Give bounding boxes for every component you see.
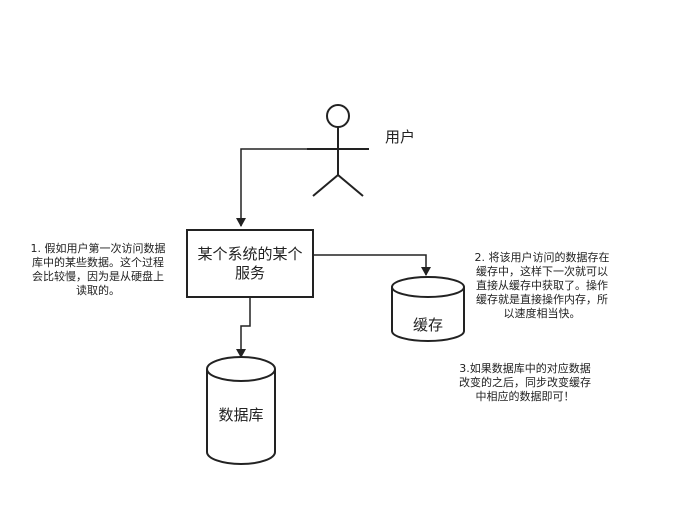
cache-label: 缓存	[412, 316, 443, 334]
service-to-cache-arrow	[313, 254, 431, 276]
service-box-label: 某个系统的某个 服务	[187, 245, 313, 283]
note-2-line: 2. 将该用户访问的数据存在	[474, 251, 610, 264]
service-to-database-arrow	[236, 297, 251, 358]
note-1-line: 会比较慢，因为是从硬盘上	[32, 270, 164, 283]
note-3-line: 3.如果数据库中的对应数据	[459, 362, 591, 375]
note-1-line: 1. 假如用户第一次访问数据	[30, 242, 166, 255]
note-1-line: 库中的某些数据。这个过程	[32, 256, 164, 269]
database-cylinder-icon	[206, 356, 276, 465]
database-label: 数据库	[218, 406, 264, 424]
user-actor-icon	[307, 104, 369, 197]
note-1: 1. 假如用户第一次访问数据 库中的某些数据。这个过程 会比较慢，因为是从硬盘上…	[18, 242, 178, 298]
note-2-line: 直接从缓存中获取了。操作	[476, 279, 608, 292]
cache-cylinder-icon	[391, 276, 465, 342]
service-box	[186, 229, 314, 298]
note-2: 2. 将该用户访问的数据存在 缓存中，这样下一次就可以 直接从缓存中获取了。操作…	[462, 251, 622, 321]
service-box-line-2: 服务	[234, 264, 265, 282]
note-1-line: 读取的。	[76, 284, 120, 297]
service-box-line-1: 某个系统的某个	[197, 245, 303, 263]
note-3: 3.如果数据库中的对应数据 改变的之后，同步改变缓存 中相应的数据即可！	[445, 362, 605, 404]
user-to-service-arrow	[236, 148, 307, 227]
note-2-line: 缓存就是直接操作内存，所	[476, 293, 608, 306]
note-3-line: 改变的之后，同步改变缓存	[459, 376, 591, 389]
note-2-line: 缓存中，这样下一次就可以	[476, 265, 608, 278]
note-3-line: 中相应的数据即可！	[475, 390, 575, 403]
note-2-line: 以速度相当快。	[503, 307, 581, 320]
user-label: 用户	[385, 128, 416, 146]
